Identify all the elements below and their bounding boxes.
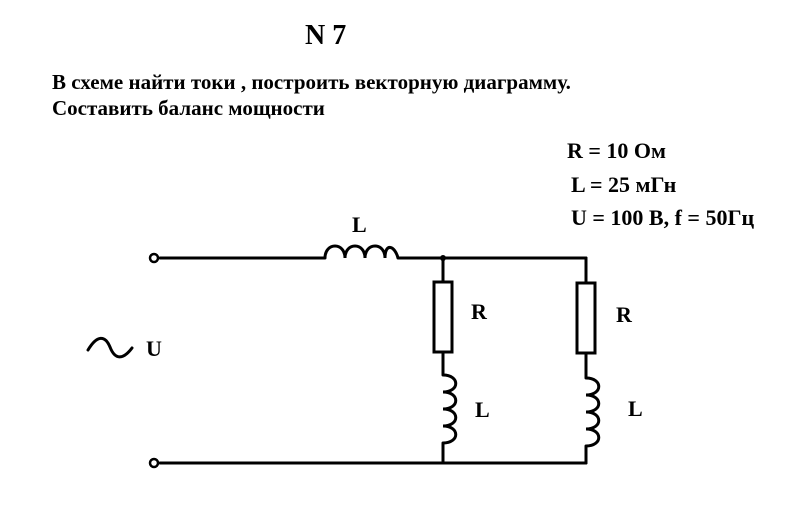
param-resistance: R = 10 Ом: [567, 138, 667, 163]
series-inductor-label: L: [352, 212, 367, 237]
branch2-inductor-label: L: [628, 396, 643, 421]
input-terminal-top: [148, 252, 160, 264]
source-voltage-label: U: [146, 336, 162, 361]
task-text-line-1: В схеме найти токи , построить векторную…: [52, 70, 571, 94]
branch1-inductor: [442, 373, 458, 445]
param-voltage-frequency: U = 100 В, f = 50Гц: [571, 205, 755, 230]
input-terminal-bottom: [148, 457, 160, 469]
branch1-resistor: [432, 280, 454, 354]
branch2-resistor: [575, 281, 597, 355]
branch2-resistor-label: R: [616, 302, 633, 327]
branch1-resistor-label: R: [471, 299, 488, 324]
task-text-line-2: Составить баланс мощности: [52, 96, 325, 120]
problem-number: N 7: [305, 20, 347, 51]
branch2-inductor: [585, 376, 601, 448]
ac-sine-icon: [86, 336, 134, 359]
param-inductance: L = 25 мГн: [571, 172, 677, 197]
series-inductor: [323, 244, 400, 259]
branch1-inductor-label: L: [475, 397, 490, 422]
